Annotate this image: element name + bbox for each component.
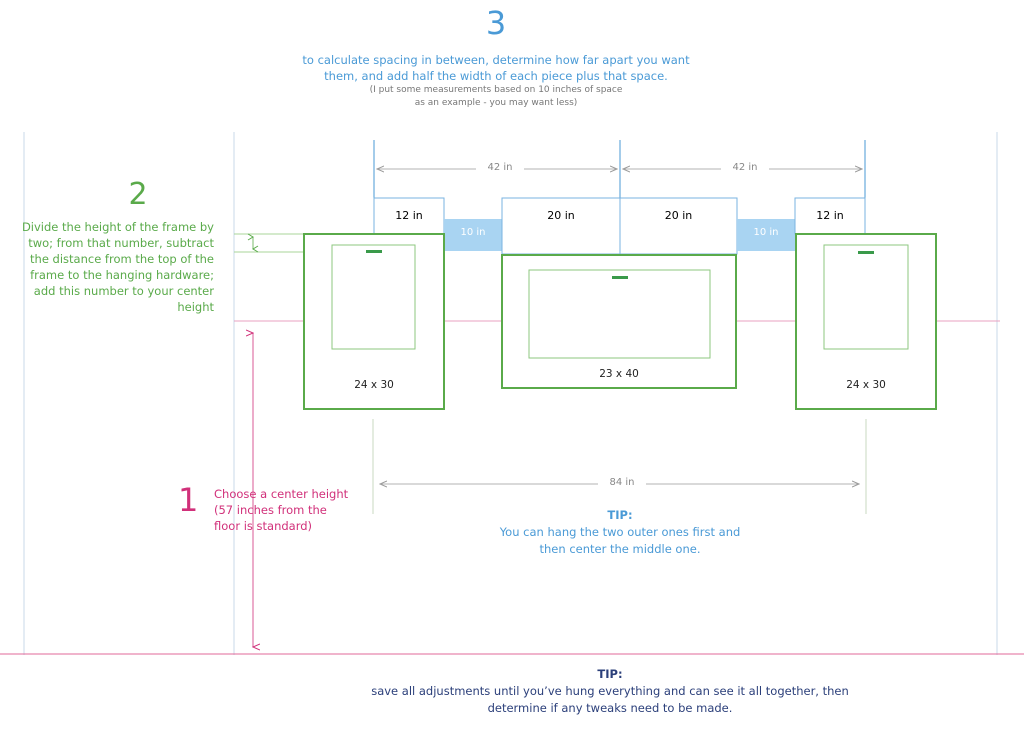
step2-number: 2 — [128, 177, 148, 212]
half-width-box-right — [794, 197, 866, 235]
gap-box-left — [444, 219, 502, 251]
step3-line: to calculate spacing in between, determi… — [302, 53, 690, 67]
frame-right-size: 24 x 30 — [846, 379, 886, 391]
half-width-box-left — [373, 197, 445, 235]
gap-label-left: 10 in — [460, 227, 486, 238]
step3-note-line: (I put some measurements based on 10 inc… — [369, 85, 623, 95]
tip-line: then center the middle one. — [539, 542, 701, 556]
tip-line: save all adjustments until you’ve hung e… — [371, 684, 849, 698]
step1-line: (57 inches from the — [214, 503, 327, 517]
frame-middle-mat — [528, 269, 711, 359]
step1-line: Choose a center height — [214, 487, 349, 501]
step2-line: Divide the height of the frame by — [21, 220, 214, 234]
hanger-left — [366, 250, 382, 253]
gap-box-right — [737, 219, 795, 251]
step3-note-line: as an example - you may want less) — [414, 98, 578, 108]
span-right-label: 42 in — [721, 162, 769, 173]
step3-line: them, and add half the width of each pie… — [324, 69, 668, 83]
step2-line: frame to the hanging hardware; — [30, 268, 214, 282]
frame-middle-size: 23 x 40 — [599, 368, 639, 380]
step2-line: the distance from the top of the — [30, 252, 214, 266]
tip-line: You can hang the two outer ones first an… — [499, 525, 741, 539]
tip-heading: TIP: — [607, 508, 633, 522]
step3-note: (I put some measurements based on 10 inc… — [0, 84, 992, 110]
tip-hang-outer-first: TIP: You can hang the two outer ones fir… — [470, 507, 770, 558]
frame-left — [303, 233, 445, 410]
frame-right-mat — [823, 244, 909, 350]
tip-save-adjustments: TIP: save all adjustments until you’ve h… — [340, 666, 880, 717]
tip-heading: TIP: — [597, 667, 623, 681]
step1-instructions: Choose a center height (57 inches from t… — [214, 486, 364, 534]
total-span-label: 84 in — [598, 477, 646, 488]
step2-line: two; from that number, subtract — [28, 236, 214, 250]
step1-number: 1 — [178, 481, 199, 519]
step2-line: height — [177, 300, 214, 314]
step2-instructions: Divide the height of the frame by two; f… — [20, 219, 214, 315]
half-width-box-mid-right — [619, 197, 738, 255]
half-width-box-mid-left — [501, 197, 621, 255]
step2-line: add this number to your center — [33, 284, 214, 298]
frame-left-mat — [331, 244, 416, 350]
gap-label-right: 10 in — [753, 227, 779, 238]
frame-left-size: 24 x 30 — [354, 379, 394, 391]
half-width-label-mid-left: 20 in — [547, 209, 575, 222]
half-width-label-mid-right: 20 in — [664, 209, 693, 222]
hanger-middle — [612, 276, 628, 279]
span-left-label: 42 in — [476, 162, 524, 173]
step3-number: 3 — [485, 4, 507, 42]
tip-line: determine if any tweaks need to be made. — [487, 701, 733, 715]
hanger-right — [858, 251, 874, 254]
step1-line: floor is standard) — [214, 519, 313, 533]
step3-instructions: to calculate spacing in between, determi… — [0, 52, 992, 84]
half-width-label-right: 12 in — [816, 209, 844, 222]
half-width-label-left: 12 in — [395, 209, 423, 222]
frame-right — [795, 233, 937, 410]
